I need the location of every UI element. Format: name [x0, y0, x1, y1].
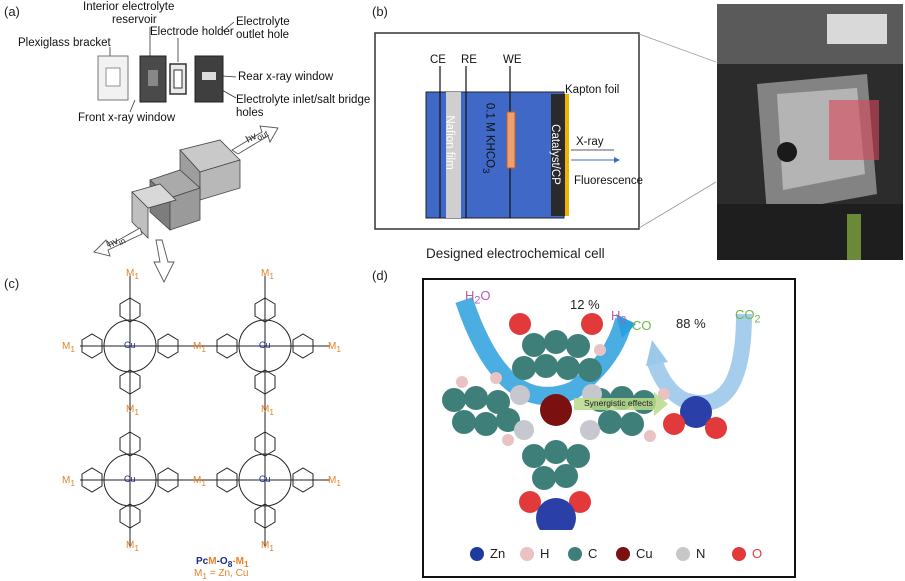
panel-b-letter: (b): [372, 4, 388, 19]
legend-zn-swatch: [470, 547, 484, 561]
label-inlet-2: holes: [236, 107, 264, 119]
legend-c-label: C: [588, 546, 598, 561]
legend-c-swatch: [568, 547, 582, 561]
h2-label: H2: [611, 308, 627, 327]
pct-12-label: 12 %: [570, 297, 600, 312]
label-rear-window: Rear x-ray window: [238, 71, 334, 83]
label-outlet-1: Electrolyte: [236, 16, 290, 28]
catalyst-label: Catalyst/CP: [548, 124, 561, 185]
panel-c-letter: (c): [4, 276, 20, 291]
panel-a-letter: (a): [4, 4, 20, 19]
legend-n-swatch: [676, 547, 690, 561]
pct-88-label: 88 %: [676, 316, 706, 331]
panel-d-letter: (d): [372, 268, 388, 283]
re-label: RE: [461, 54, 477, 66]
m1-node: M1: [193, 341, 206, 354]
h2o-label: H2O: [465, 288, 491, 307]
legend-o-swatch: [732, 547, 746, 561]
legend-h-swatch: [520, 547, 534, 561]
we-label: WE: [503, 54, 522, 66]
legend-zn-label: Zn: [490, 546, 506, 561]
panel-b-caption: Designed electrochemical cell: [426, 246, 605, 261]
legend-n-label: N: [696, 546, 706, 561]
m1-node: M1: [261, 268, 274, 281]
label-plexiglass: Plexiglass bracket: [18, 37, 111, 49]
pcm-o8-framework-diagram: [80, 276, 330, 546]
framework-formula: PcM-O8-M1: [196, 556, 249, 569]
cell-photo: [717, 4, 903, 260]
label-electrode-holder: Electrode holder: [150, 26, 234, 38]
kapton-label: Kapton foil: [565, 84, 620, 96]
m1-node: M1: [261, 540, 274, 553]
atom-legend: Zn H C Cu N O: [470, 544, 790, 564]
m1-node: M1: [62, 475, 75, 488]
m1-node: M1: [328, 475, 341, 488]
m1-node: M1: [126, 268, 139, 281]
co2-label: CO2: [735, 307, 761, 326]
m1-node: M1: [126, 540, 139, 553]
cu-center: Cu: [259, 474, 271, 484]
label-interior-1: Interior electrolyte: [83, 1, 175, 13]
m1-node: M1: [126, 404, 139, 417]
electrolyte-label: 0.1 M KHCO3: [480, 102, 496, 174]
m1-node: M1: [62, 341, 75, 354]
co-label: CO: [632, 318, 652, 333]
legend-cu-label: Cu: [636, 546, 653, 561]
ce-label: CE: [430, 54, 446, 66]
m1-node: M1: [261, 404, 274, 417]
co2-reduction-mechanism: [442, 297, 752, 530]
legend-o-label: O: [752, 546, 763, 561]
label-interior-2: reservoir: [112, 14, 157, 26]
metal-definition: M1 = Zn, Cu: [194, 568, 249, 581]
m1-node: M1: [193, 475, 206, 488]
legend-h-label: H: [540, 546, 550, 561]
m1-node: M1: [328, 341, 341, 354]
xray-label: X-ray: [576, 136, 604, 148]
cu-center: Cu: [124, 340, 136, 350]
cu-center: Cu: [124, 474, 136, 484]
legend-cu-swatch: [616, 547, 630, 561]
synergistic-effects-label: Synergistic effects: [584, 398, 653, 408]
electrochemical-cell-diagram: [374, 32, 716, 230]
label-front-window: Front x-ray window: [78, 112, 176, 124]
nafion-label: Nafion film: [443, 115, 456, 170]
cell-exploded-diagram: [93, 21, 279, 284]
label-inlet-1: Electrolyte inlet/salt bridge: [236, 94, 371, 106]
fluorescence-label: Fluorescence: [574, 175, 644, 187]
label-outlet-2: outlet hole: [236, 29, 290, 41]
cu-center: Cu: [259, 340, 271, 350]
